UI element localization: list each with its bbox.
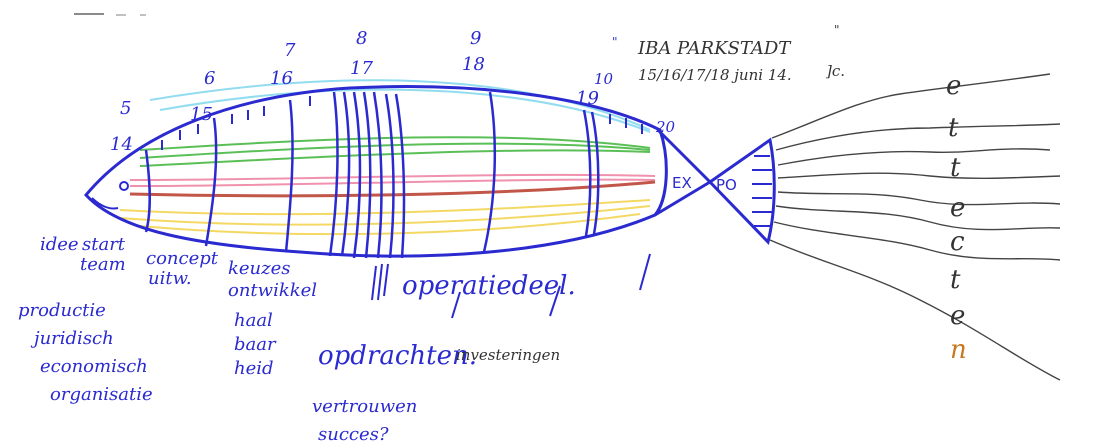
scale-number-6: 6	[204, 68, 215, 89]
scale-number-20: 20	[655, 118, 676, 136]
phase-opdrachten: opdrachten.	[318, 341, 477, 371]
aspect-juridisch: juridisch	[30, 328, 114, 349]
phase-haalbaarheid-line3: heid	[234, 358, 274, 379]
header-quote-open: "	[612, 35, 618, 49]
phase-start-line1: start	[82, 234, 126, 255]
tail-letter-2: t	[948, 113, 959, 143]
tail-letter-5: c	[950, 227, 965, 257]
tail-letter-4: e	[950, 193, 965, 223]
aspect-economisch: economisch	[40, 356, 148, 377]
tail-letter-1: e	[946, 71, 961, 101]
tail-letter-6: t	[950, 265, 961, 295]
tail-letter-3: t	[950, 153, 961, 183]
scale-number-8: 8	[356, 28, 367, 49]
phase-haalbaarheid-line2: baar	[234, 334, 277, 355]
scale-number-14: 14	[110, 134, 133, 155]
phase-succes: succes?	[318, 424, 389, 445]
aspect-organisatie: organisatie	[50, 384, 153, 405]
tail-letter-8: n	[950, 335, 967, 365]
header-dates: 15/16/17/18 juni 14.	[638, 66, 792, 84]
scale-number-17: 17	[350, 58, 373, 79]
phase-concept-line2: uitw.	[148, 268, 192, 289]
phase-concept-line1: concept	[146, 248, 219, 269]
scale-number-19: 19	[576, 88, 599, 109]
po-label: PO	[716, 176, 737, 194]
po-hatching	[752, 156, 772, 226]
scale-number-9: 9	[470, 28, 481, 49]
phase-vertrouwen: vertrouwen	[312, 396, 417, 417]
scale-number-18: 18	[462, 54, 485, 75]
scale-number-15: 15	[190, 104, 213, 125]
ex-label: EX	[672, 174, 692, 192]
scale-number-7: 7	[284, 40, 296, 61]
fish-eye	[120, 182, 128, 190]
scale-number-5: 5	[120, 98, 131, 119]
phase-haalbaarheid-line1: haal	[234, 310, 273, 331]
tail-fin-lines	[770, 74, 1060, 380]
phase-operatiedeel: operatiedeel.	[402, 271, 576, 301]
smudge-mark	[74, 14, 146, 15]
phase-start-line2: team	[80, 254, 126, 275]
phase-keuzes-line1: keuzes	[228, 258, 291, 279]
phase-investeringen: investeringen	[456, 346, 560, 364]
header-initial: ]c.	[825, 62, 845, 80]
scale-number-10: 10	[594, 70, 614, 88]
header-quote-close: "	[834, 23, 840, 37]
phase-keuzes-line2: ontwikkel	[228, 280, 317, 301]
aspect-productie: productie	[18, 300, 106, 321]
header-title: IBA PARKSTADT	[637, 38, 792, 59]
scale-number-16: 16	[270, 68, 293, 89]
tail-letter-7: e	[950, 301, 965, 331]
phase-idee: idee	[40, 234, 79, 255]
